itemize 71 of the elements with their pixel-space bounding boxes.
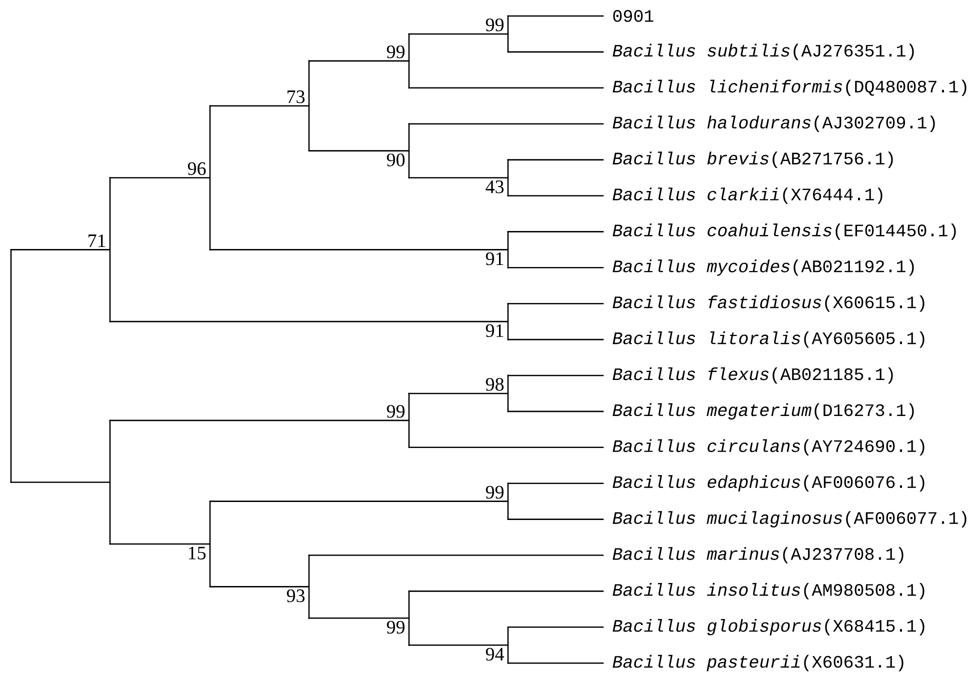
species-label: Bacillus globisporus(X68415.1) [612, 618, 924, 636]
branch-line [109, 177, 210, 178]
bootstrap-value: 94 [486, 648, 504, 661]
branch-line [308, 618, 409, 619]
branch-line [507, 410, 604, 412]
species-label: Bacillus mycoides(AB021192.1) [612, 259, 914, 276]
branch-line [507, 374, 604, 376]
branch-line [507, 51, 604, 53]
bootstrap-value: 73 [288, 90, 305, 104]
species-label: Bacillus brevis(AB271756.1) [612, 152, 893, 168]
branch-line [10, 249, 110, 250]
bootstrap-value: 91 [486, 324, 504, 338]
bootstrap-value: 93 [286, 589, 305, 602]
branch-line [308, 150, 409, 152]
species-label: Bacillus licheniformis(DQ480087.1) [612, 80, 966, 96]
branch-line [507, 518, 604, 520]
branch-line [507, 302, 604, 304]
species-label: 0901 [613, 10, 654, 22]
branch-line [408, 392, 508, 394]
branch-line [507, 626, 604, 628]
branch-line [209, 586, 309, 588]
species-label: Bacillus megaterium(D16273.1) [612, 403, 914, 420]
branch-line [507, 267, 604, 268]
branch-line [209, 105, 309, 107]
branch-line [507, 231, 604, 232]
species-label: Bacillus flexus(AB021185.1) [612, 367, 893, 384]
branch-line [408, 644, 508, 646]
bootstrap-value: 99 [386, 620, 405, 634]
branch-line [507, 338, 604, 340]
branch-line [209, 249, 508, 250]
branch-line [308, 60, 409, 62]
species-label: Bacillus litoralis(AY605605.1) [612, 331, 924, 348]
branch-line [308, 554, 604, 556]
species-label: Bacillus pasteurii(X60631.1) [612, 654, 904, 672]
branch-line [507, 195, 604, 196]
branch-line [507, 662, 604, 664]
bootstrap-value: 99 [386, 404, 405, 418]
species-label: Bacillus fastidiosus(X60615.1) [612, 295, 924, 312]
species-label: Bacillus circulans(AY724690.1) [612, 439, 924, 456]
branch-line [209, 500, 508, 502]
branch-line [408, 87, 604, 89]
branch-line [408, 123, 604, 124]
branch-line [507, 159, 604, 160]
branch-line [507, 482, 604, 484]
species-label: Bacillus coahuilensis(EF014450.1) [612, 224, 956, 240]
bootstrap-value: 15 [188, 546, 206, 560]
bootstrap-value: 71 [88, 234, 106, 247]
branch-line [408, 177, 508, 178]
bootstrap-value: 96 [188, 162, 206, 176]
bootstrap-value: 91 [486, 252, 504, 266]
bootstrap-value: 98 [486, 378, 504, 391]
species-label: Bacillus clarkii(X76444.1) [612, 188, 882, 204]
branch-line [507, 15, 604, 17]
species-label: Bacillus marinus(AJ237708.1) [612, 547, 904, 564]
species-label: Bacillus subtilis(AJ276351.1) [612, 44, 914, 60]
branch-line [408, 590, 604, 592]
species-label: Bacillus edaphicus(AF006076.1) [612, 475, 924, 492]
bootstrap-value: 43 [486, 180, 504, 194]
branch-line [10, 482, 110, 483]
species-label: Bacillus mucilaginosus(AF006077.1) [612, 511, 966, 528]
bootstrap-value: 99 [386, 45, 405, 58]
species-label: Bacillus insolitus(AM980508.1) [612, 583, 924, 600]
branch-line [408, 33, 508, 35]
species-label: Bacillus halodurans(AJ302709.1) [612, 116, 935, 132]
branch-line [109, 320, 508, 322]
bootstrap-value: 99 [486, 18, 504, 32]
branch-line [109, 420, 409, 422]
branch-line [109, 543, 210, 545]
branch-line [408, 446, 604, 448]
bootstrap-value: 90 [386, 154, 405, 166]
bootstrap-value: 99 [486, 486, 504, 499]
